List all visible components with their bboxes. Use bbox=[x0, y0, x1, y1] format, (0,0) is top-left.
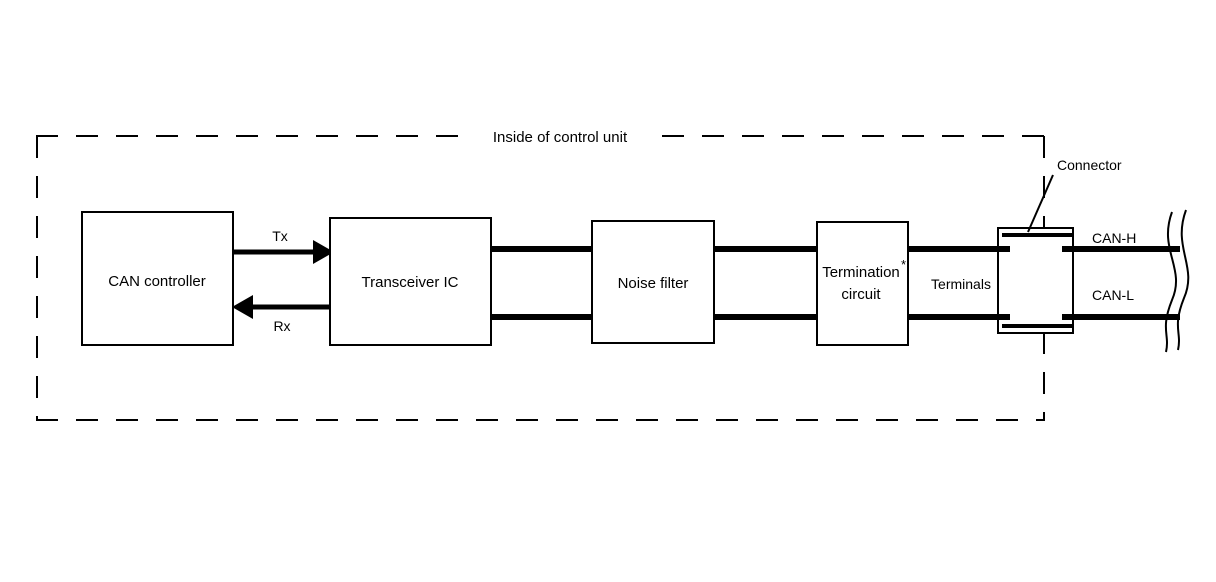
transceiver-ic-rect bbox=[329, 217, 492, 346]
block-termination-circuit[interactable]: Termination * circuit bbox=[816, 221, 909, 346]
termination-circuit-label-line2: circuit bbox=[841, 286, 881, 303]
signal-tx: Tx bbox=[233, 228, 334, 264]
can-high-label: CAN-H bbox=[1092, 230, 1136, 246]
connector-label: Connector bbox=[1057, 157, 1122, 173]
boundary-title: Inside of control unit bbox=[493, 129, 628, 146]
termination-circuit-footnote-marker: * bbox=[901, 257, 906, 272]
signal-rx: Rx bbox=[232, 295, 331, 334]
break-wave-right bbox=[1176, 209, 1190, 351]
rx-label: Rx bbox=[273, 318, 290, 334]
termination-circuit-rect bbox=[816, 221, 909, 346]
terminals-label: Terminals bbox=[931, 276, 991, 292]
termination-circuit-label-line1: Termination bbox=[822, 264, 900, 281]
control-unit-boundary bbox=[36, 135, 1045, 421]
connector-rect bbox=[997, 227, 1074, 334]
noise-filter-label: Noise filter bbox=[618, 275, 689, 292]
block-can-controller[interactable]: CAN controller bbox=[81, 211, 234, 346]
can-controller-rect bbox=[81, 211, 234, 346]
block-noise-filter[interactable]: Noise filter bbox=[591, 220, 715, 344]
transceiver-ic-label: Transceiver IC bbox=[362, 274, 459, 291]
connector[interactable] bbox=[997, 227, 1074, 334]
connector-leader-line bbox=[1027, 174, 1054, 233]
break-wave-left bbox=[1164, 211, 1177, 353]
block-transceiver-ic[interactable]: Transceiver IC bbox=[329, 217, 492, 346]
connector-callout: Connector bbox=[1027, 157, 1122, 233]
tx-label: Tx bbox=[272, 228, 288, 244]
wire-break-symbol bbox=[1164, 209, 1190, 353]
tx-arrow-head bbox=[313, 240, 334, 264]
can-controller-label: CAN controller bbox=[108, 273, 206, 290]
noise-filter-rect bbox=[591, 220, 715, 344]
can-low-label: CAN-L bbox=[1092, 287, 1134, 303]
rx-arrow-head bbox=[232, 295, 253, 319]
connector-bus-pass-through bbox=[989, 246, 1180, 320]
